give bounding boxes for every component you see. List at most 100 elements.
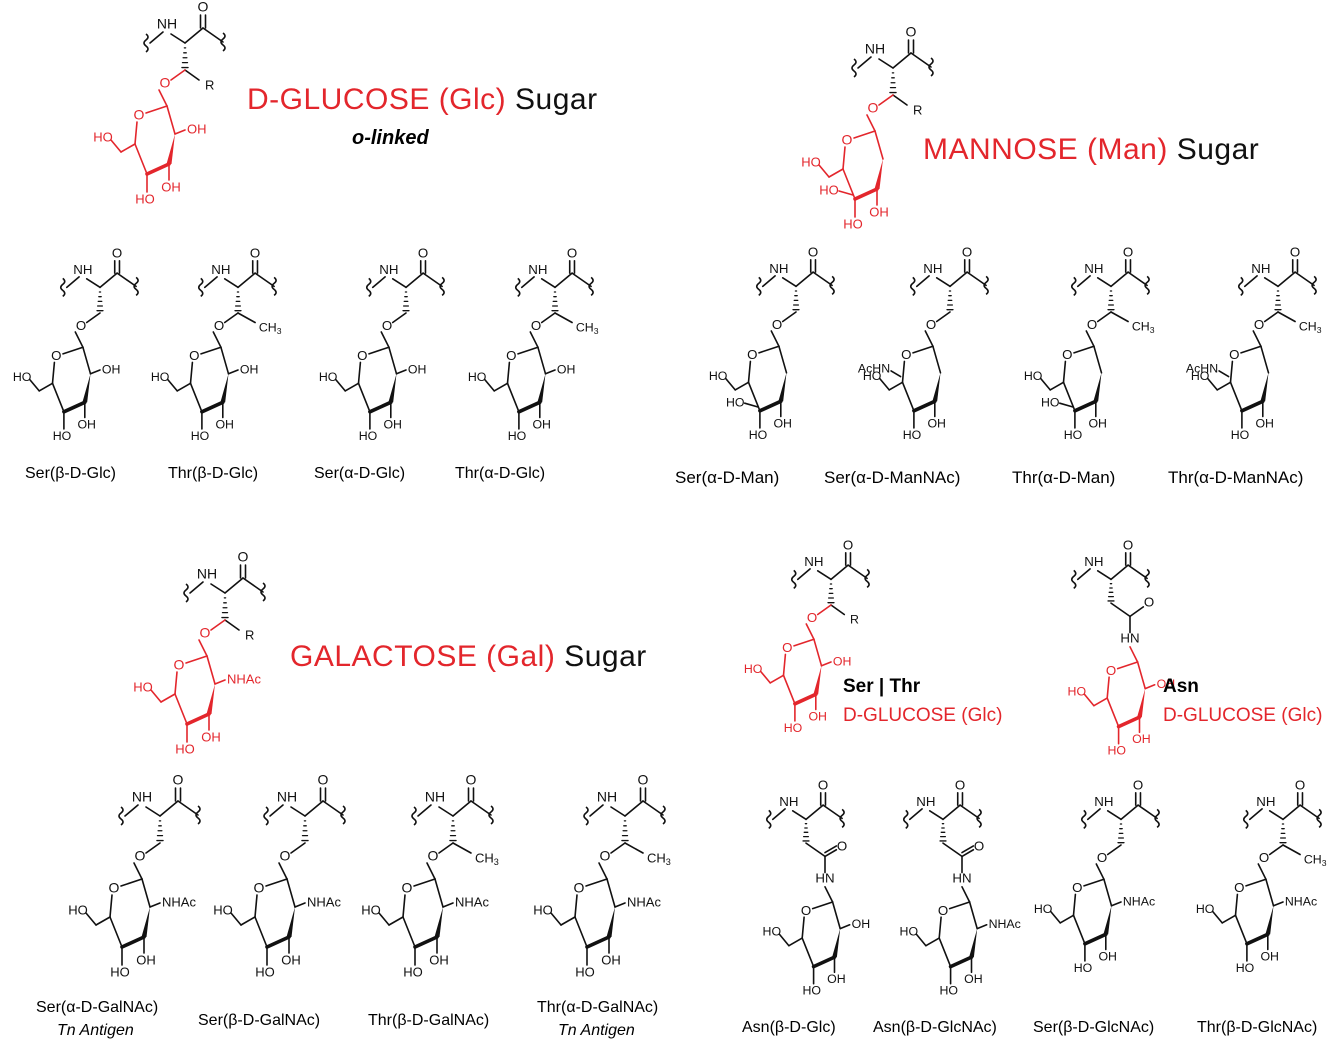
nh-label: NH [865,41,885,57]
nh-label: NH [157,16,177,32]
carbonyl-oxygen: O [1295,778,1305,793]
nh-label: NH [379,262,398,277]
chain-break-mark [765,809,772,829]
chain-break-mark [839,808,845,829]
chain-break-mark [365,277,372,297]
bond [831,901,842,930]
amide-nh: HN [1120,631,1139,646]
ring-bold-edge [832,928,841,958]
bond [1268,844,1284,856]
chain-break-mark [439,276,445,297]
bond [1096,276,1112,288]
ring-bold-edge [1103,905,1112,935]
bond [801,916,805,939]
bond [1216,381,1232,391]
caption-thr-b-glc: Thr(β-D-Glc) [168,465,259,482]
bond [110,139,122,153]
bond [796,568,811,581]
bond [1085,330,1095,348]
chain-break-mark [1311,275,1317,296]
ring-oxygen: O [842,132,853,148]
ring-bold-edge [1137,688,1146,718]
bond [62,346,84,355]
chain-break-mark [588,276,594,297]
bond [890,370,902,378]
bond [1110,311,1129,323]
glycosidic-oxygen: O [200,625,211,641]
hydroxyl-label: HO [784,721,803,735]
carbonyl-oxygen: O [198,0,209,15]
ring-oxygen: O [357,348,367,363]
ring-bold-edge [758,399,783,413]
bond [778,933,790,947]
bond [830,604,846,616]
chain-break-mark [1080,809,1087,829]
bond [1136,661,1146,690]
glycosidic-oxygen: O [1097,850,1107,865]
caption-ser-b-galnac: Ser(β-D-GalNAc) [198,1012,321,1029]
bond [493,382,509,392]
bond [184,69,200,81]
bond [758,345,780,354]
bond [214,679,226,685]
bond [254,272,275,288]
bond [915,275,930,288]
bond [830,564,849,581]
side-chain-label: CH3 [576,320,599,336]
bond [134,143,148,175]
glycosidic-oxygen: O [280,848,291,864]
bond [624,842,644,854]
nh-label: NH [923,261,942,276]
bond [935,311,951,323]
chain-break-mark [488,805,494,825]
ring-bold-edge [185,712,211,726]
bond [174,671,178,695]
carbonyl-oxygen: O [1123,538,1133,553]
acetamido-label: AcHN [858,361,890,375]
bond [747,360,752,384]
glycosidic-oxygen: O [1259,850,1269,865]
chain-break-mark [59,277,66,297]
chain-break-mark [755,276,762,296]
hydroxyl-label: OH [201,729,221,744]
ring-bold-edge [912,399,937,413]
hydroxyl-label: HO [359,429,378,443]
bond [269,804,284,817]
bond [938,916,942,939]
bond [184,27,204,44]
bond [28,378,41,392]
bond [1265,878,1275,907]
hydroxyl-label: HO [903,428,922,442]
caption-thr-b-galnac: Thr(β-D-GalNAc) [368,1012,490,1029]
bond [550,912,562,926]
bond [1277,311,1296,323]
caption-asn-b-glc: Asn(β-D-Glc) [742,1019,836,1036]
ring-bold-edge [62,400,87,414]
carbonyl-oxygen: O [808,245,818,260]
ring-oxygen: O [1062,347,1072,362]
bond [206,655,216,685]
bond [614,902,626,908]
bond [380,331,390,349]
bond [517,346,539,355]
ring-bold-edge [220,373,229,403]
bond [1058,402,1074,408]
bond [925,937,941,947]
r-group-label: R [205,77,214,92]
hydroxyl-label: OH [964,972,983,986]
bond [223,312,239,324]
bond [961,845,975,854]
bond [589,804,604,817]
nh-label: NH [277,789,297,805]
bond [520,276,535,289]
amide-nh: HN [952,871,971,886]
ring-oxygen: O [51,348,61,363]
bond [290,806,306,817]
